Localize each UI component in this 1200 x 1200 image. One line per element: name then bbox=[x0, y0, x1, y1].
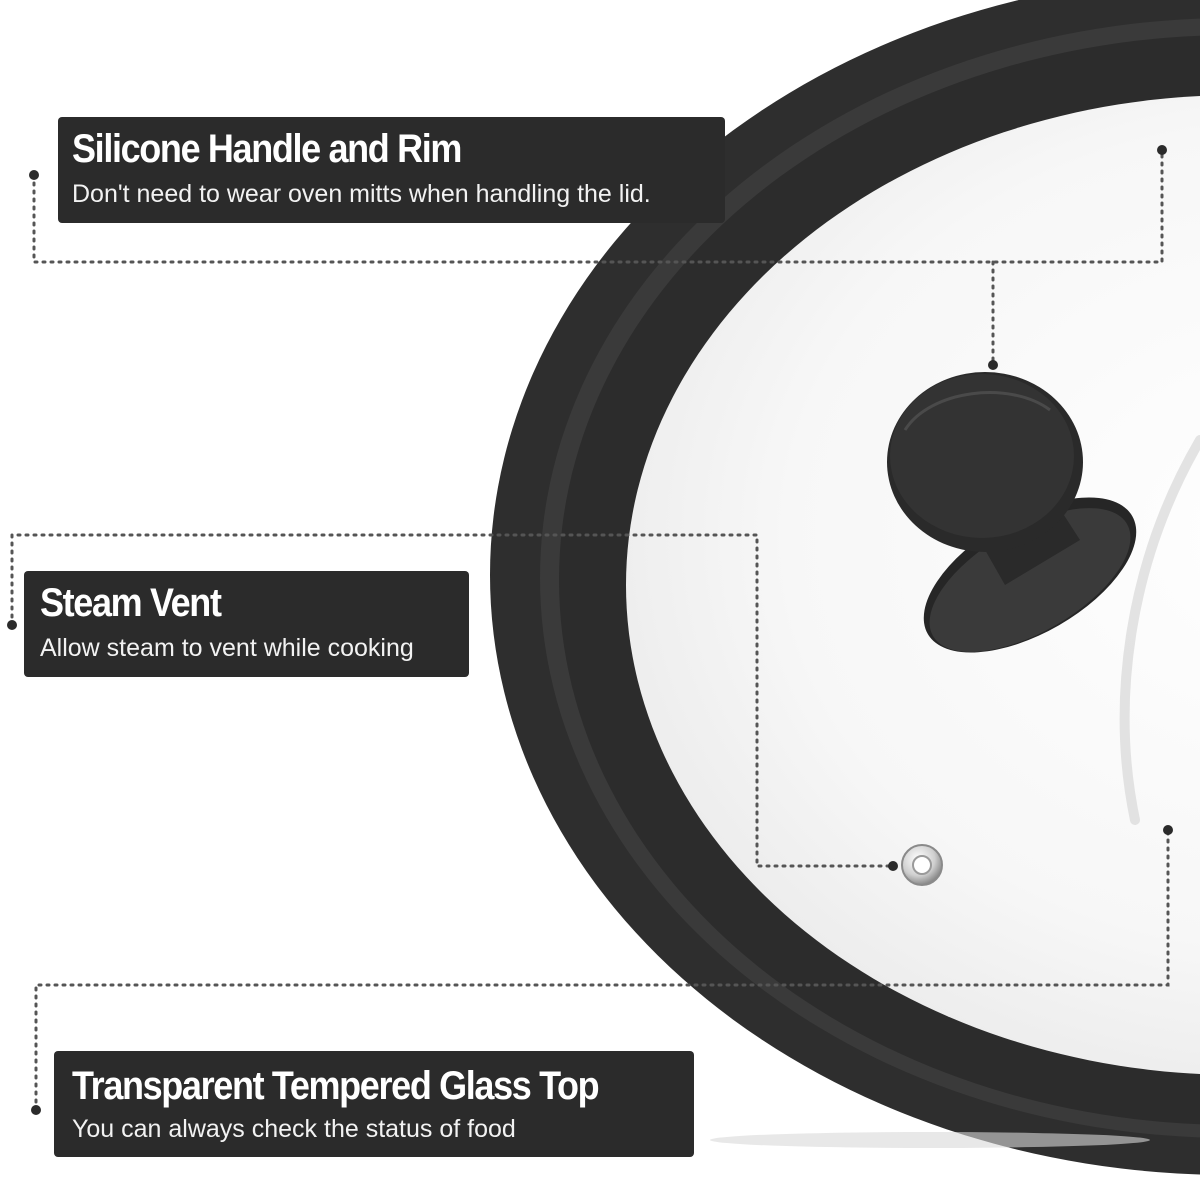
steam-vent bbox=[901, 844, 943, 886]
dot-rim bbox=[1157, 145, 1167, 155]
callout-steam-vent: Steam Vent Allow steam to vent while coo… bbox=[24, 571, 469, 677]
callout-title: Silicone Handle and Rim bbox=[72, 127, 462, 171]
callout-title: Transparent Tempered Glass Top bbox=[72, 1064, 600, 1108]
callout-handle-rim: Silicone Handle and Rim Don't need to we… bbox=[58, 117, 725, 223]
tempered-glass bbox=[626, 96, 1200, 1074]
glass-lid bbox=[490, 0, 1200, 1175]
dot-handle-left bbox=[29, 170, 39, 180]
leader-dots bbox=[7, 145, 1173, 1115]
knob-handle bbox=[887, 372, 1137, 653]
leader-glass-top bbox=[34, 828, 1170, 1112]
callout-description: Allow steam to vent while cooking bbox=[40, 634, 414, 662]
callout-glass-top: Transparent Tempered Glass Top You can a… bbox=[54, 1051, 694, 1157]
dot-knob bbox=[988, 360, 998, 370]
dot-glass-left bbox=[31, 1105, 41, 1115]
lid-shadow bbox=[710, 1132, 1150, 1148]
glass-reflection bbox=[1119, 435, 1200, 825]
callout-description: You can always check the status of food bbox=[72, 1115, 516, 1143]
leader-lines bbox=[10, 148, 1170, 1112]
dot-glass bbox=[1163, 825, 1173, 835]
dot-vent-left bbox=[7, 620, 17, 630]
leader-handle-rim bbox=[32, 148, 1164, 264]
callout-title: Steam Vent bbox=[40, 581, 222, 625]
callout-description: Don't need to wear oven mitts when handl… bbox=[72, 180, 651, 208]
leader-steam-vent bbox=[10, 533, 895, 868]
dot-vent bbox=[888, 861, 898, 871]
